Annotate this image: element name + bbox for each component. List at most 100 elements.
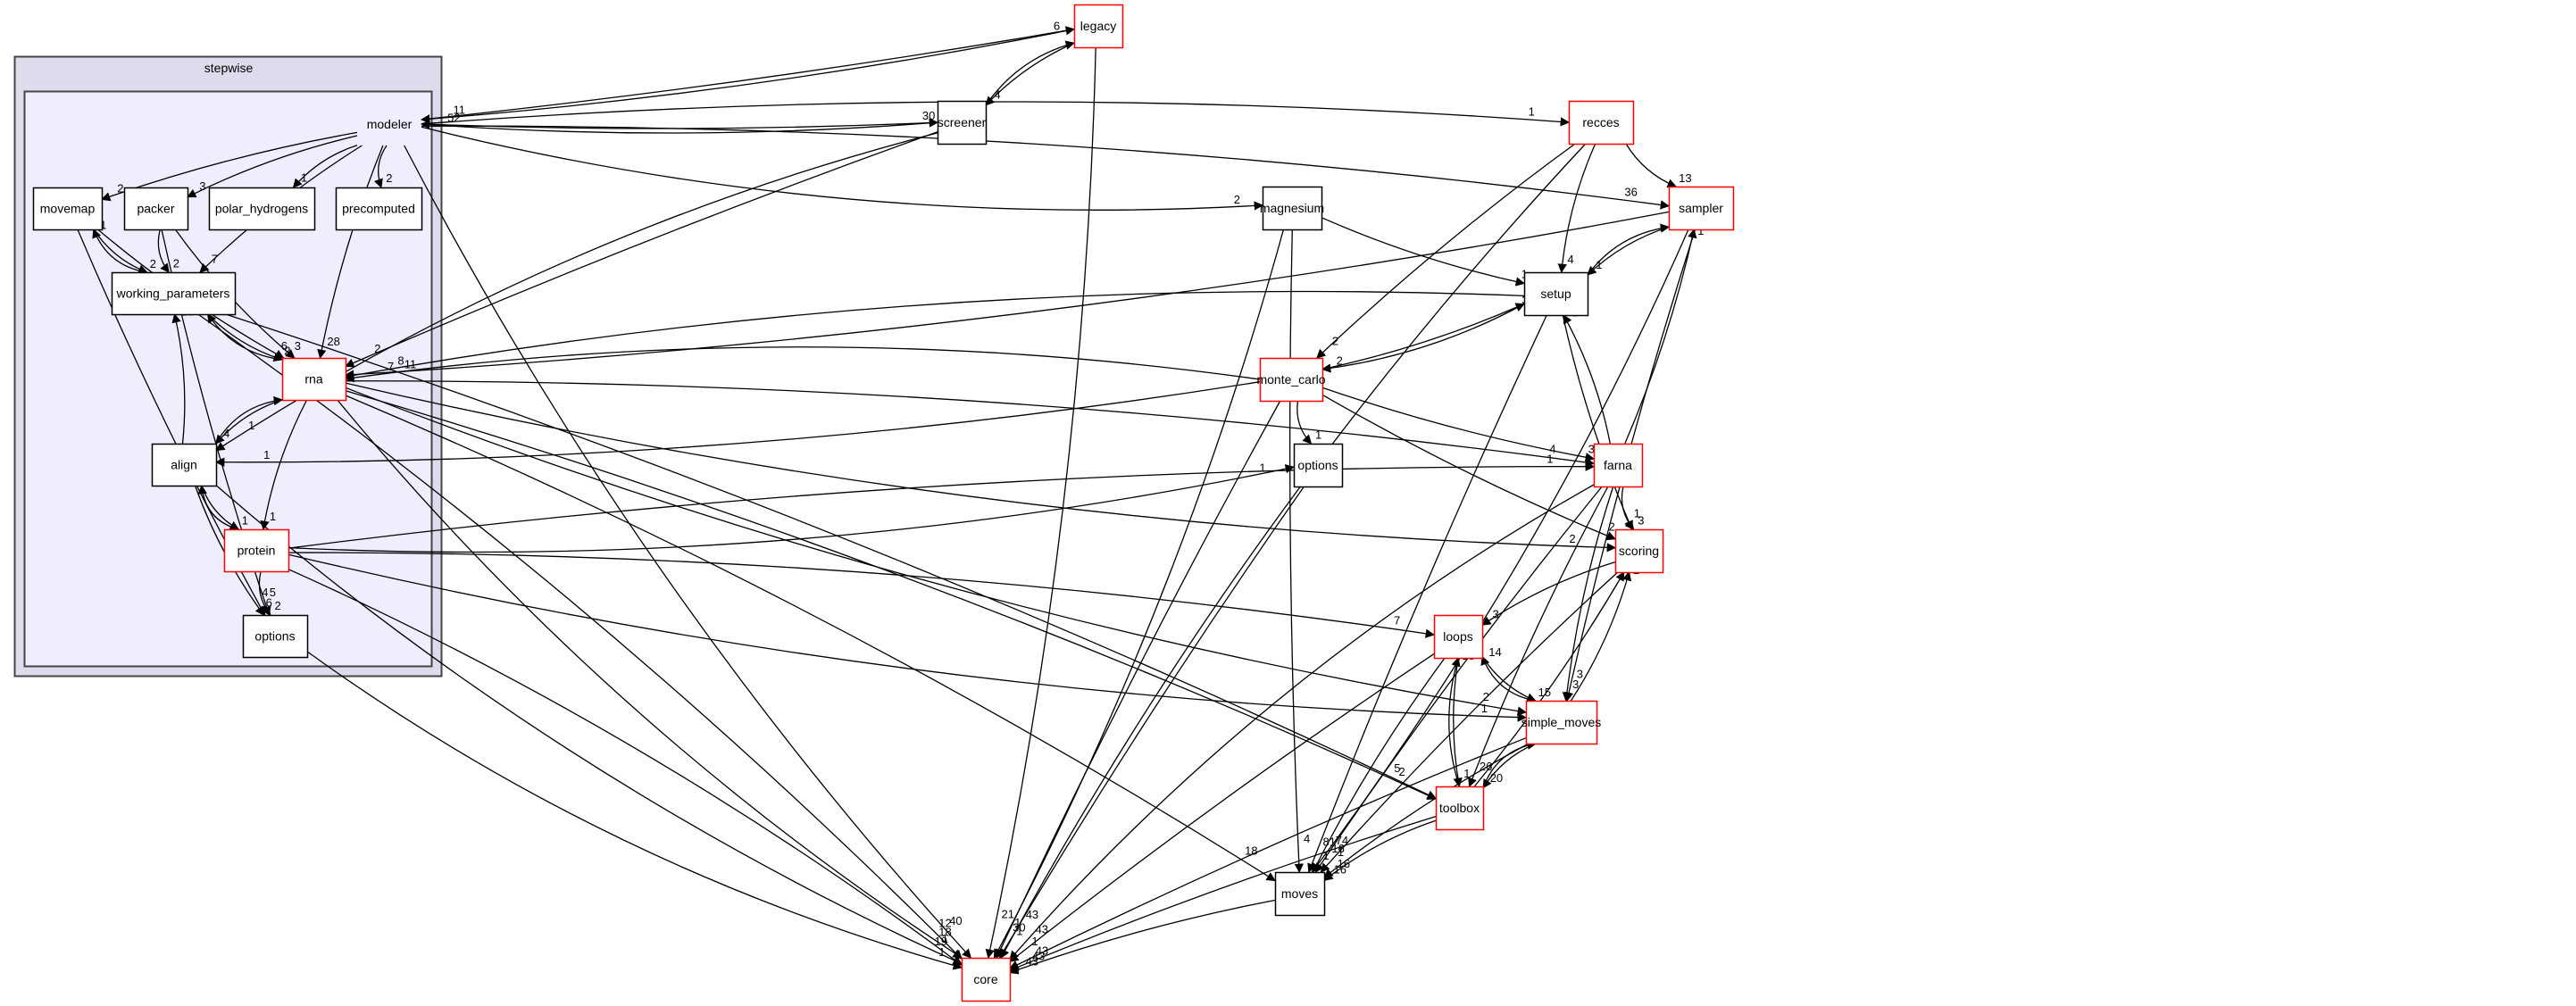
edge-label-rna-to-align[interactable]: 4 bbox=[223, 427, 229, 440]
edge-simple_moves-to-scoring[interactable] bbox=[1570, 570, 1632, 702]
edge-label-farna-to-sampler[interactable]: 1 bbox=[1697, 224, 1704, 237]
edge-label-working_parameters-to-rna[interactable]: 2 bbox=[284, 345, 290, 358]
edge-label-options_outer-to-core[interactable]: 1 bbox=[1016, 924, 1022, 937]
node-protein[interactable]: protein bbox=[223, 528, 290, 573]
edge-label-rna-to-scoring[interactable]: 2 bbox=[1569, 532, 1575, 545]
edge-protein-to-farna[interactable] bbox=[288, 461, 1596, 549]
edge-label-modeler-to-core[interactable]: 40 bbox=[949, 914, 962, 927]
edge-label-monte_carlo-to-options_outer[interactable]: 1 bbox=[1315, 428, 1321, 441]
edge-modeler-to-legacy[interactable] bbox=[421, 26, 1076, 121]
edge-monte_carlo-to-scoring[interactable] bbox=[1321, 394, 1616, 541]
edge-rna-to-moves[interactable] bbox=[345, 395, 1276, 882]
edge-label-setup-to-monte_carlo[interactable]: 2 bbox=[1337, 353, 1343, 367]
edge-label-modeler-to-movemap[interactable]: 2 bbox=[117, 182, 123, 195]
edge-protein-to-align[interactable] bbox=[197, 484, 239, 530]
edge-label-loops-to-toolbox[interactable]: 1 bbox=[1463, 767, 1470, 780]
edge-label-recces-to-core[interactable]: 43 bbox=[1026, 908, 1038, 921]
edge-scoring-to-loops[interactable] bbox=[1481, 561, 1616, 626]
node-toolbox[interactable]: toolbox bbox=[1435, 786, 1485, 831]
edge-label-farna-to-moves[interactable]: 16 bbox=[1331, 842, 1344, 855]
edge-toolbox-to-scoring[interactable] bbox=[1473, 571, 1625, 787]
edge-modeler-to-precomputed[interactable] bbox=[373, 145, 388, 188]
edge-label-options_inner-to-core[interactable]: 1 bbox=[938, 945, 945, 959]
node-recces[interactable]: recces bbox=[1568, 100, 1635, 145]
edge-simple_moves-to-core[interactable] bbox=[1009, 737, 1527, 969]
edge-label-legacy-to-core[interactable]: 21 bbox=[1002, 908, 1014, 921]
edge-label-working_parameters-to-toolbox[interactable]: 5 bbox=[1394, 761, 1400, 775]
edge-label-recces-to-monte_carlo[interactable]: 2 bbox=[1332, 335, 1338, 348]
edge-label-simple_moves-to-toolbox[interactable]: 20 bbox=[1490, 771, 1503, 785]
edge-label-rna-to-core[interactable]: 18 bbox=[938, 925, 951, 938]
edge-rna-to-core[interactable] bbox=[337, 399, 963, 959]
edge-label-protein-to-options_outer[interactable]: 1 bbox=[1259, 461, 1265, 475]
edge-protein-to-simple_moves[interactable] bbox=[288, 553, 1528, 722]
node-working-parameters[interactable]: working_parameters bbox=[111, 271, 237, 316]
node-packer[interactable]: packer bbox=[123, 187, 189, 231]
edge-monte_carlo-to-setup[interactable] bbox=[1321, 303, 1525, 370]
edge-label-screener-to-rna[interactable]: 2 bbox=[374, 342, 380, 355]
edge-recces-to-monte_carlo[interactable] bbox=[1316, 143, 1576, 359]
edge-label-monte_carlo-to-core[interactable]: 30 bbox=[1013, 921, 1025, 935]
edge-label-legacy-to-screener[interactable]: 4 bbox=[994, 87, 1000, 101]
cluster-stepwise[interactable]: stepwise bbox=[13, 55, 443, 678]
edge-label-modeler-to-working_parameters[interactable]: 7 bbox=[212, 253, 218, 266]
node-farna[interactable]: farna bbox=[1593, 443, 1644, 488]
node-scoring[interactable]: scoring bbox=[1614, 528, 1664, 574]
edge-toolbox-to-moves[interactable] bbox=[1323, 819, 1437, 881]
node-movemap[interactable]: movemap bbox=[32, 187, 104, 231]
edge-label-protein-to-simple_moves[interactable]: 1 bbox=[1481, 702, 1488, 715]
edge-toolbox-to-loops[interactable] bbox=[1448, 657, 1461, 787]
edge-recces-to-core[interactable] bbox=[1000, 143, 1587, 959]
edge-modeler-to-sampler[interactable] bbox=[421, 125, 1671, 210]
edge-label-modeler-to-polar_hydrogens[interactable]: 1 bbox=[301, 170, 307, 184]
edge-modeler-to-recces[interactable] bbox=[421, 101, 1571, 127]
edge-label-modeler-to-legacy[interactable]: 6 bbox=[1054, 20, 1060, 33]
edge-label-simple_moves-to-core[interactable]: 43 bbox=[1036, 944, 1048, 958]
edge-sampler-to-rna[interactable] bbox=[344, 211, 1670, 379]
edge-label-loops-to-core[interactable]: 1 bbox=[1031, 935, 1038, 948]
edge-label-magnesium-to-moves[interactable]: 4 bbox=[1304, 832, 1310, 845]
edge-label-setup-to-rna[interactable]: 8 bbox=[397, 354, 404, 368]
edge-label-simple_moves-to-loops[interactable]: 14 bbox=[1488, 645, 1501, 659]
edge-label-toolbox-to-core[interactable]: 43 bbox=[1032, 949, 1045, 962]
node-polar-hydrogens[interactable]: polar_hydrogens bbox=[208, 187, 316, 231]
edge-label-monte_carlo-to-align[interactable]: 1 bbox=[263, 448, 270, 461]
edge-rna-to-working_parameters[interactable] bbox=[207, 313, 283, 361]
edge-loops-to-moves[interactable] bbox=[1312, 657, 1446, 873]
edge-label-working_parameters-to-movemap[interactable]: 1 bbox=[100, 218, 106, 231]
edge-simple_moves-to-moves[interactable] bbox=[1323, 743, 1530, 878]
edge-label-moves-to-core[interactable]: 43 bbox=[1026, 955, 1038, 969]
edge-loops-to-toolbox[interactable] bbox=[1453, 657, 1463, 788]
edge-label-sampler-to-rna[interactable]: 11 bbox=[404, 358, 417, 371]
edge-monte_carlo-to-options_outer[interactable] bbox=[1296, 400, 1313, 445]
edge-rna-to-scoring[interactable] bbox=[345, 382, 1617, 553]
edge-protein-to-options_inner[interactable] bbox=[258, 570, 271, 616]
edge-label-scoring-to-loops[interactable]: 3 bbox=[1493, 608, 1499, 621]
edge-align-to-working_parameters[interactable] bbox=[171, 312, 186, 445]
edge-recces-to-sampler[interactable] bbox=[1625, 143, 1677, 188]
edge-label-packer-to-working_parameters[interactable]: 2 bbox=[173, 256, 179, 270]
edge-magnesium-to-moves[interactable] bbox=[1288, 229, 1304, 874]
node-legacy[interactable]: legacy bbox=[1073, 4, 1124, 49]
edge-label-scoring-to-moves[interactable]: 1 bbox=[1338, 845, 1344, 859]
edge-label-screener-to-modeler[interactable]: 52 bbox=[447, 112, 460, 125]
edge-magnesium-to-core[interactable] bbox=[993, 229, 1285, 959]
edge-label-farna-to-scoring[interactable]: 3 bbox=[1638, 513, 1644, 527]
edge-label-modeler-to-packer[interactable]: 3 bbox=[199, 179, 205, 193]
edge-scoring-to-moves[interactable] bbox=[1320, 571, 1619, 873]
edge-label-monte_carlo-to-farna[interactable]: 3 bbox=[1588, 443, 1595, 456]
edge-label-movemap-to-rna[interactable]: 6 bbox=[281, 339, 288, 353]
edge-label-rna-to-farna[interactable]: 4 bbox=[1549, 443, 1555, 456]
edge-farna-to-sampler[interactable] bbox=[1624, 228, 1697, 445]
edge-toolbox-to-core[interactable] bbox=[1009, 815, 1437, 972]
node-setup[interactable]: setup bbox=[1523, 271, 1589, 317]
node-options-outer[interactable]: options bbox=[1293, 443, 1344, 488]
node-modeler[interactable]: modeler bbox=[367, 117, 413, 131]
edge-legacy-to-core[interactable] bbox=[985, 46, 1096, 960]
edge-label-rna-to-simple_moves[interactable]: 2 bbox=[1483, 690, 1489, 703]
edge-label-setup-to-scoring[interactable]: 1 bbox=[1634, 507, 1640, 520]
edge-setup-to-rna[interactable] bbox=[344, 290, 1525, 380]
edge-label-modeler-to-screener[interactable]: 30 bbox=[922, 109, 935, 122]
edge-label-rna-to-toolbox[interactable]: 2 bbox=[1399, 765, 1405, 778]
edge-label-protein-to-loops[interactable]: 7 bbox=[1394, 614, 1400, 628]
